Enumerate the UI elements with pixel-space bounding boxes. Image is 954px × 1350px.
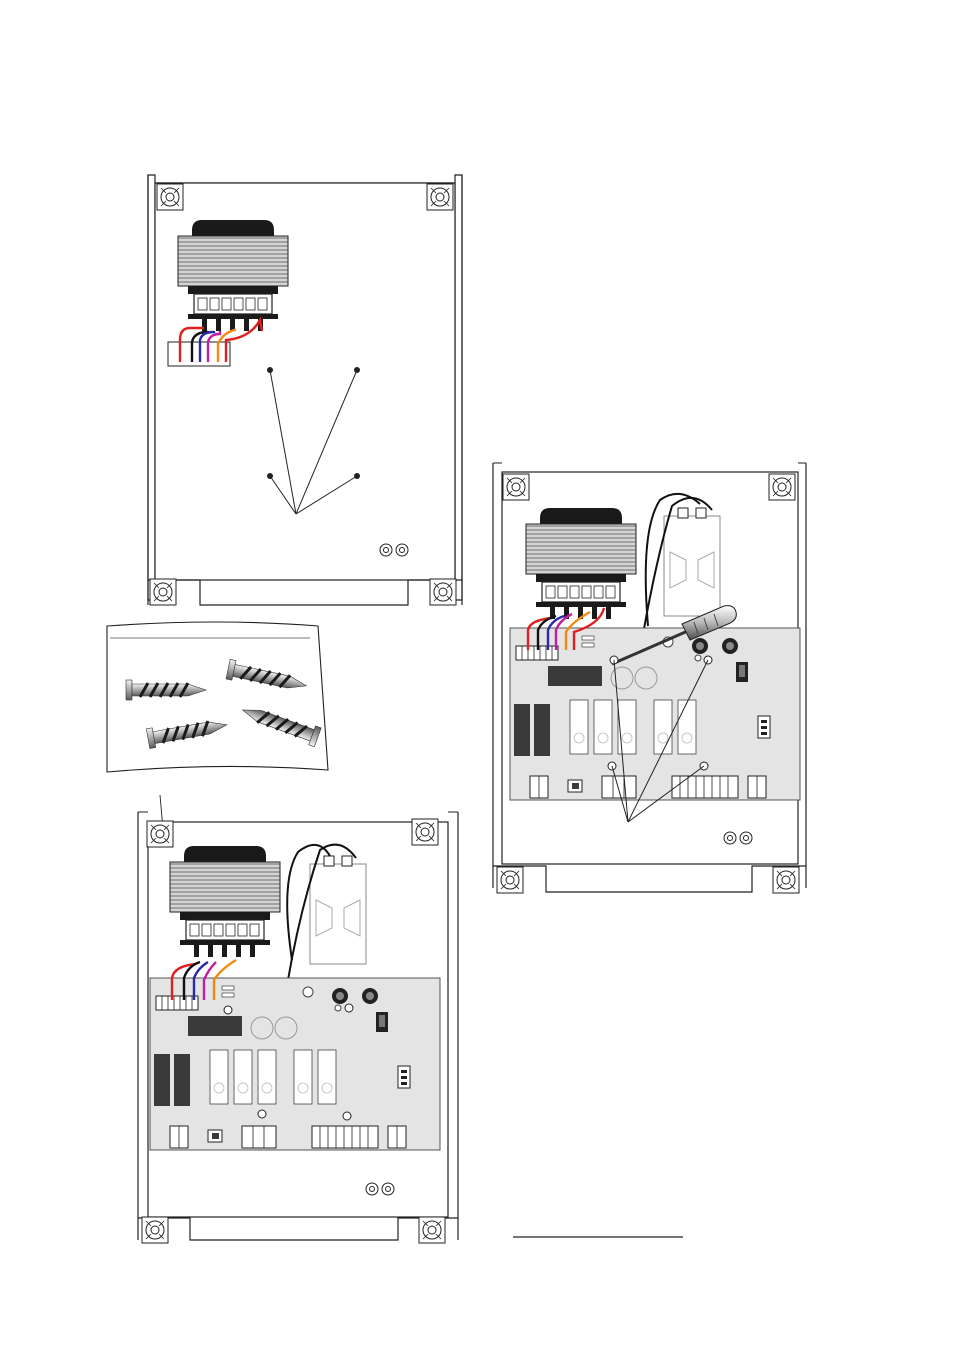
step-1-enclosure bbox=[148, 175, 462, 605]
step-3-enclosure bbox=[138, 812, 458, 1243]
screw-bag bbox=[107, 622, 328, 772]
control-board-icon bbox=[150, 978, 440, 1150]
step-4-enclosure bbox=[493, 463, 806, 893]
battery-pack-icon bbox=[310, 856, 366, 964]
mount-hole-icon bbox=[157, 184, 183, 210]
transformer-icon bbox=[178, 220, 288, 331]
